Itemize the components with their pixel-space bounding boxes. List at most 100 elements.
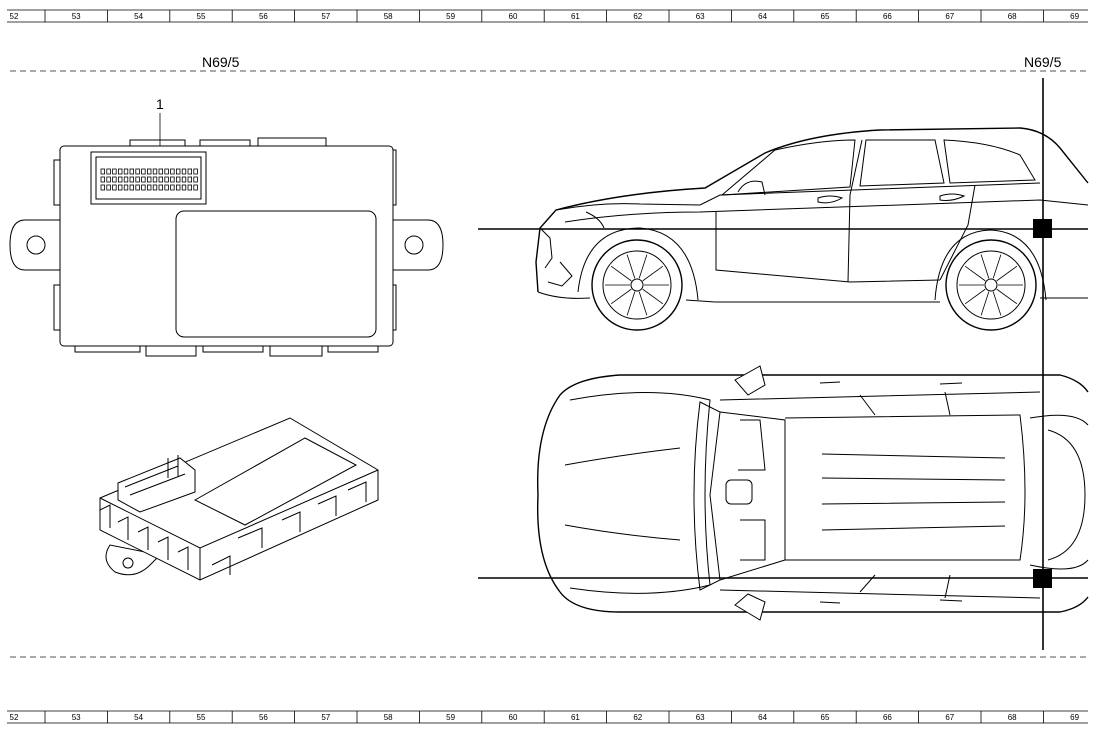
connector-pin	[152, 176, 158, 183]
ruler-number: 53	[72, 12, 81, 21]
ruler-number: 52	[10, 12, 19, 21]
ruler-number: 53	[72, 713, 81, 722]
connector-pin	[193, 184, 198, 191]
connector-pin	[129, 176, 134, 183]
ruler-number: 60	[509, 713, 518, 722]
ruler-number: 67	[945, 713, 954, 722]
wheel-spoke	[980, 254, 990, 279]
connector-pin	[118, 168, 123, 175]
connector-pin	[187, 176, 192, 183]
connector-pin	[146, 184, 152, 191]
connector-pin	[106, 176, 111, 183]
connector-pin	[129, 184, 134, 191]
connector-pin	[135, 176, 140, 183]
ruler-number: 67	[945, 12, 954, 21]
ruler-number: 69	[1070, 713, 1079, 722]
connector-pin	[170, 168, 175, 175]
connector-pin	[181, 184, 187, 191]
connector-pin	[141, 168, 146, 175]
ruler-number: 59	[446, 713, 455, 722]
connector-pin	[175, 184, 181, 191]
connector-pin	[129, 168, 134, 175]
connector-pin	[100, 176, 105, 183]
connector-pin	[170, 176, 175, 183]
connector-pin	[175, 176, 181, 183]
wheel-spoke	[626, 254, 636, 279]
connector-pin	[164, 168, 169, 175]
ruler-number: 66	[883, 713, 892, 722]
wheel-spoke	[610, 288, 632, 305]
connector-pin	[181, 168, 187, 175]
connector-pin	[158, 168, 163, 175]
ruler-number: 57	[321, 713, 330, 722]
connector-pin	[118, 176, 123, 183]
connector-pin	[146, 176, 152, 183]
ruler-number: 66	[883, 12, 892, 21]
wheel-spoke	[642, 288, 664, 305]
connector-pin	[106, 168, 111, 175]
connector-pin	[164, 184, 169, 191]
ruler-number: 55	[197, 713, 206, 722]
connector-pin	[123, 184, 129, 191]
connector-pin	[141, 176, 146, 183]
connector-pin	[146, 168, 152, 175]
connector-pin	[164, 176, 169, 183]
ruler-number: 58	[384, 713, 393, 722]
connector-pin	[135, 168, 140, 175]
ruler-number: 64	[758, 713, 767, 722]
connector-pin	[135, 184, 140, 191]
connector-pin	[100, 184, 105, 191]
ruler-number: 54	[134, 12, 143, 21]
connector-pin	[123, 168, 129, 175]
wheel-spoke	[996, 265, 1018, 282]
ruler-number: 57	[321, 12, 330, 21]
connector-pin	[175, 168, 181, 175]
wheel-spoke	[992, 254, 1002, 279]
connector-pin	[112, 176, 117, 183]
ruler-number: 61	[571, 12, 580, 21]
connector-pin	[181, 176, 187, 183]
connector-pin	[158, 184, 163, 191]
ruler-number: 52	[10, 713, 19, 722]
ruler-number: 56	[259, 12, 268, 21]
vehicle-side-view	[535, 127, 1089, 331]
wheel-spoke	[964, 265, 986, 282]
connector-pin	[152, 184, 158, 191]
ruler-number: 68	[1008, 713, 1017, 722]
ruler-number: 54	[134, 713, 143, 722]
location-markers	[478, 78, 1088, 650]
connector-pin	[187, 168, 192, 175]
ruler-number: 56	[259, 713, 268, 722]
wheel-spoke	[980, 291, 990, 316]
ruler-number: 65	[821, 12, 830, 21]
control-unit-front-view	[9, 137, 444, 357]
wheel-spoke	[992, 291, 1002, 316]
control-unit-isometric-view	[99, 417, 379, 581]
callout-number: 1	[156, 96, 164, 112]
ruler-number: 62	[633, 713, 642, 722]
ruler-number: 58	[384, 12, 393, 21]
ruler-number: 64	[758, 12, 767, 21]
ruler-number: 60	[509, 12, 518, 21]
connector-pin	[123, 176, 129, 183]
wheel-spoke	[964, 288, 986, 305]
wheel-spoke	[642, 265, 664, 282]
component-label-right: N69/5	[1024, 54, 1062, 70]
ruler-number: 55	[197, 12, 206, 21]
ruler-number: 65	[821, 713, 830, 722]
ruler-number: 69	[1070, 12, 1079, 21]
wheel-spoke	[996, 288, 1018, 305]
location-marker-top	[1033, 569, 1052, 588]
connector-pin	[170, 184, 175, 191]
wheel-spoke	[626, 291, 636, 316]
connector-pin	[141, 184, 146, 191]
connector-pin	[112, 184, 117, 191]
connector-pin	[193, 168, 198, 175]
location-marker-side	[1033, 219, 1052, 238]
wheel-spoke	[638, 254, 648, 279]
ruler-number: 63	[696, 12, 705, 21]
ruler-number: 62	[633, 12, 642, 21]
